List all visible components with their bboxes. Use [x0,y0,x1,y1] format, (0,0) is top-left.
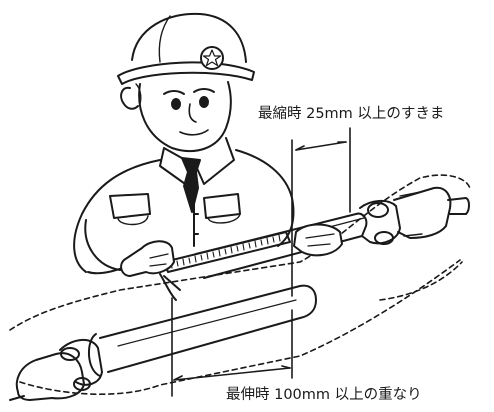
overlap-dimension-lines [171,297,293,397]
worker-body [73,137,293,275]
annotation-min-compressed-clearance: 最縮時 25mm 以上のすきま [258,106,445,122]
right-universal-joint [359,186,470,245]
left-universal-joint [9,339,103,401]
worker-helmet [117,12,255,85]
worker-face [120,81,232,153]
annotation-max-extended-overlap: 最伸時 100mm 以上の重なり [226,387,422,403]
outer-shaft-tube [88,284,317,377]
worker-ruler-hand [159,273,181,301]
star-emblem-icon [202,49,222,67]
worker-left-arm [84,219,175,277]
worker-right-arm [277,197,343,257]
clearance-dimension-lines [291,127,351,297]
